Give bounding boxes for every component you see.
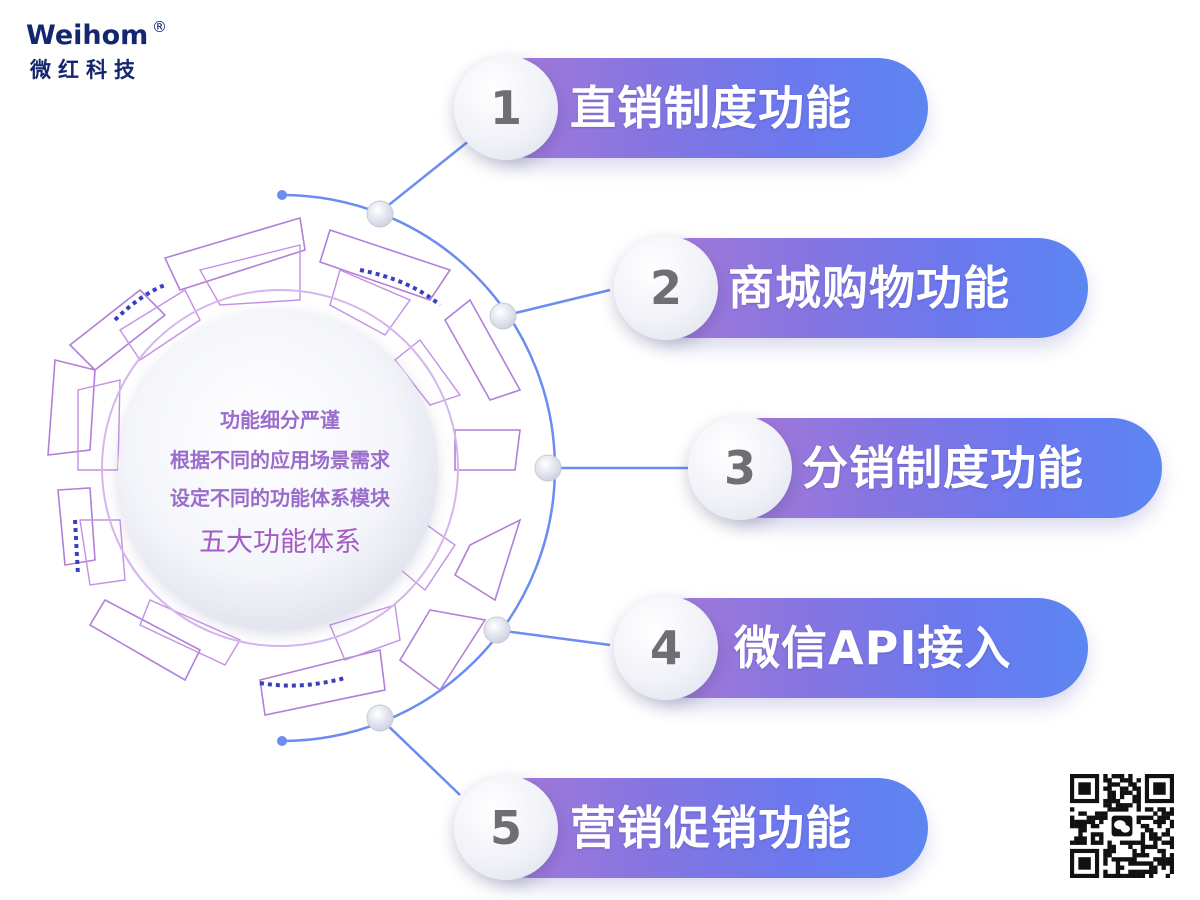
node-2 [489,302,517,330]
center-line-2: 根据不同的应用场景需求 [170,448,390,472]
dash-accents [73,268,442,688]
feature-number-2: 2 [614,236,718,340]
feature-number-3: 3 [688,416,792,520]
connector-4 [496,628,611,647]
connector-2 [502,288,611,318]
feature-label-2: 商城购物功能 [728,261,1010,315]
feature-pill-3: 分销制度功能 [714,418,1162,518]
node-5 [366,704,394,732]
connector-nodes [366,200,562,732]
node-4 [483,616,511,644]
feature-number-4: 4 [614,596,718,700]
logo-brand-en: Weihom [26,20,149,51]
connector-1 [379,139,471,213]
logo-registered-mark: ® [152,18,167,36]
center-line-3: 设定不同的功能体系模块 [170,486,390,510]
arc-end-dot [277,736,287,746]
feature-number-1: 1 [454,56,558,160]
node-3 [534,454,562,482]
wechat-qr-code-icon [1070,774,1174,878]
connector-5 [379,717,461,796]
feature-label-4: 微信API接入 [734,621,1012,675]
center-disc [118,310,438,630]
feature-label-1: 直销制度功能 [570,81,852,135]
circuit-ring-outer [47,216,522,716]
node-1 [366,200,394,228]
center-line-1: 功能细分严谨 [220,408,340,432]
center-title: 五大功能体系 [199,527,361,558]
inner-ring [101,289,459,647]
feature-number-5: 5 [454,776,558,880]
feature-label-3: 分销制度功能 [802,441,1084,495]
arc-end-dot [277,190,287,200]
logo-brand-cn: 微红科技 [30,58,142,82]
feature-label-5: 营销促销功能 [570,801,852,855]
connectors [379,139,690,796]
